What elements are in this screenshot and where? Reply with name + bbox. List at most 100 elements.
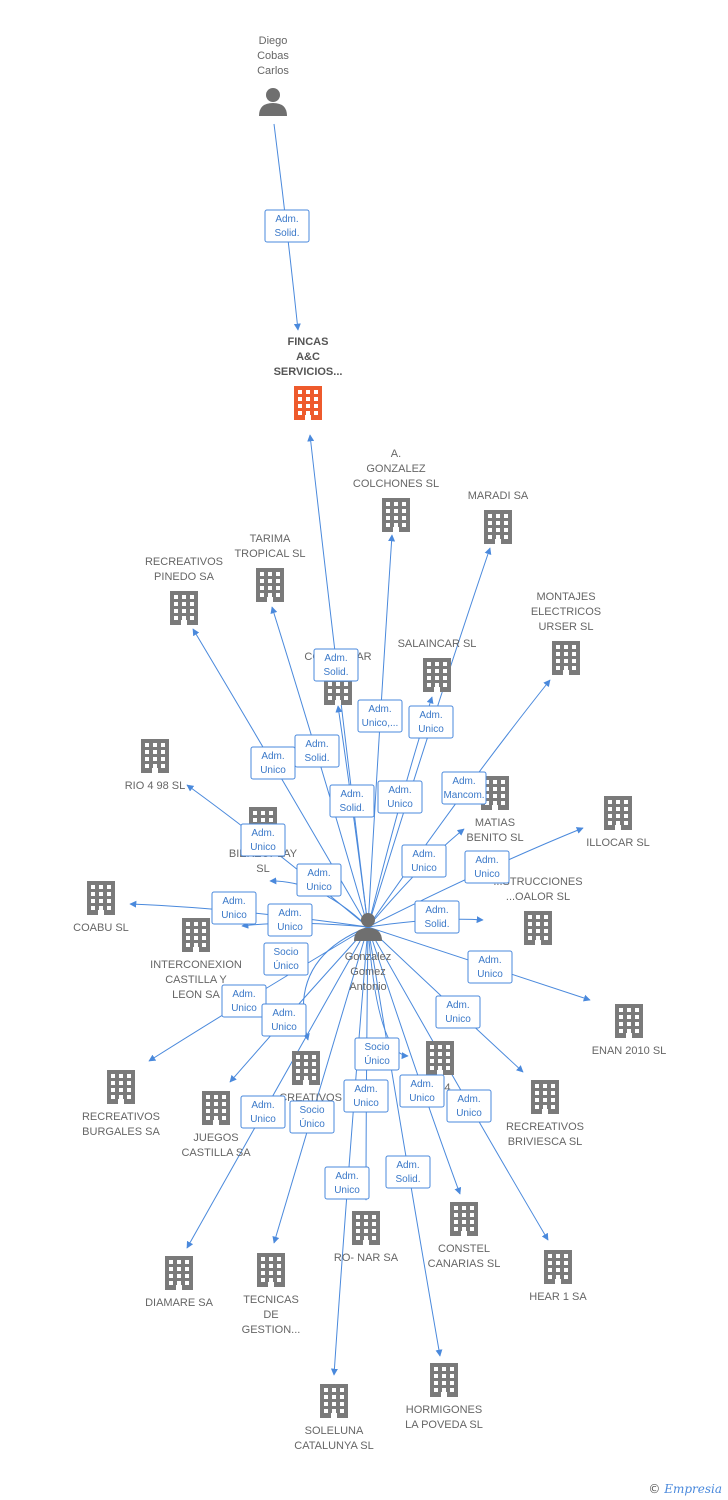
role-badge-briviesca[interactable]: Adm. Unico xyxy=(435,995,481,1029)
role-badge-soleluna[interactable]: Adm.Unico xyxy=(324,1166,370,1200)
role-text: Único xyxy=(273,959,299,972)
node-label: DIAMARE SA xyxy=(145,1297,214,1309)
node-label: CASTILLA Y xyxy=(165,974,227,986)
role-badge-hear1[interactable]: Adm.Unico xyxy=(446,1089,492,1123)
role-badge-maradi[interactable]: Adm.Unico xyxy=(408,705,454,739)
node-diamare[interactable]: DIAMARE SA xyxy=(145,1256,214,1309)
node-label: CASTILLA SA xyxy=(181,1147,251,1159)
node-tecnicas[interactable]: TECNICASDEGESTION... xyxy=(242,1253,301,1336)
role-badge-montajes[interactable]: Adm. Mancom. xyxy=(441,771,487,805)
role-text: Adm. xyxy=(388,785,411,796)
role-badge-bierzoplay[interactable]: Adm.Unico xyxy=(296,863,342,897)
node-label: HEAR 1 SA xyxy=(529,1291,587,1303)
role-text: Socio xyxy=(273,947,298,958)
role-badge-hormigones[interactable]: Adm.Solid. xyxy=(385,1155,431,1189)
copyright-symbol: © xyxy=(648,1482,661,1496)
node-label: ...STRUCCIONES xyxy=(493,876,582,888)
node-salaincar[interactable]: SALAINCAR SL xyxy=(398,638,477,692)
building-icon xyxy=(531,1080,559,1114)
role-text: Solid. xyxy=(323,667,348,678)
node-fincas[interactable]: FINCASA&CSERVICIOS... xyxy=(274,336,343,420)
building-icon xyxy=(257,1253,285,1287)
role-badge-fincas[interactable]: Adm.Solid. xyxy=(264,209,310,243)
node-label: A&C xyxy=(296,351,320,363)
node-interconexion[interactable]: INTERCONEXION CASTILLA Y LEON SA xyxy=(150,918,242,1001)
node-label: INTERCONEXION xyxy=(150,959,242,971)
node-label: COABU SL xyxy=(73,922,129,934)
role-badge-ronar[interactable]: Adm.Unico xyxy=(343,1079,389,1113)
brand-watermark: © Empresia xyxy=(648,1482,722,1496)
role-text: Adm. xyxy=(340,789,363,800)
node-ronar[interactable]: RO- NAR SA xyxy=(334,1211,399,1264)
role-badge-fincas[interactable]: Adm.Solid. xyxy=(313,648,359,682)
role-text: Adm. xyxy=(452,776,475,787)
node-label: TECNICAS xyxy=(243,1294,299,1306)
role-badge-salaincar[interactable]: Adm.Unico xyxy=(377,780,423,814)
role-text: Unico xyxy=(260,765,286,776)
node-label: ENAN 2010 SL xyxy=(592,1045,667,1057)
node-label: RECREATIVOS xyxy=(145,556,223,568)
role-badge-tarima[interactable]: Adm.Solid. xyxy=(294,734,340,768)
role-badge-comaincar[interactable]: Adm. Solid. xyxy=(329,784,375,818)
node-illocar[interactable]: ILLOCAR SL xyxy=(586,796,650,849)
brand-name: Empresia xyxy=(664,1482,722,1496)
node-label: Carlos xyxy=(257,65,289,77)
role-badge-diamare[interactable]: Adm.Unico xyxy=(240,1095,286,1129)
node-enan[interactable]: ENAN 2010 SL xyxy=(592,1004,667,1057)
building-icon xyxy=(141,739,169,773)
role-badge-illocar[interactable]: Adm.Unico xyxy=(464,850,510,884)
role-badge-enan[interactable]: Adm.Unico xyxy=(467,950,513,984)
role-badge-pinedo[interactable]: Adm.Unico xyxy=(250,746,296,780)
role-badge-juegos[interactable]: Adm. Unico xyxy=(261,1003,307,1037)
role-text: Solid. xyxy=(339,803,364,814)
node-hear1[interactable]: HEAR 1 SA xyxy=(529,1250,587,1303)
node-coabu[interactable]: COABU SL xyxy=(73,881,129,934)
building-icon xyxy=(604,796,632,830)
building-icon xyxy=(202,1091,230,1125)
role-badge-rio498[interactable]: Adm.Unico xyxy=(240,823,286,857)
role-badge-constel[interactable]: Adm.Unico xyxy=(399,1074,445,1108)
role-text: Único xyxy=(364,1054,390,1067)
role-text: Adm. xyxy=(275,214,298,225)
role-text: Adm. xyxy=(272,1008,295,1019)
roles-layer: Adm.Solid.Adm.Solid.Adm.Unico,...Adm.Uni… xyxy=(211,209,513,1200)
edge-gonzalez-soleluna xyxy=(330,926,369,1376)
role-badge-coabu[interactable]: Adm.Unico xyxy=(211,891,257,925)
role-text: Unico xyxy=(409,1093,435,1104)
role-badge-agonzalez[interactable]: Adm.Unico,... xyxy=(357,699,403,733)
role-badge-burgales[interactable]: Adm.Unico xyxy=(221,984,267,1018)
role-badge-matias[interactable]: Adm.Unico xyxy=(401,844,447,878)
node-rio498[interactable]: RIO 4 98 SL xyxy=(125,739,186,792)
node-label: MATIAS xyxy=(475,817,515,829)
role-text: Adm. xyxy=(446,1000,469,1011)
role-text: Unico,... xyxy=(362,718,399,729)
node-construcciones[interactable]: ...STRUCCIONES...OALOR SL xyxy=(493,876,583,945)
building-icon xyxy=(87,881,115,915)
role-text: Unico xyxy=(445,1014,471,1025)
role-text: Único xyxy=(299,1117,325,1130)
node-label: SOLELUNA xyxy=(305,1425,364,1437)
role-badge-construcciones[interactable]: Adm.Solid. xyxy=(414,900,460,934)
role-text: Unico xyxy=(271,1022,297,1033)
role-badge-interconexion[interactable]: Adm.Unico xyxy=(267,903,313,937)
node-label: LEON SA xyxy=(172,989,220,1001)
node-maradi[interactable]: MARADI SA xyxy=(468,490,529,544)
role-text: Mancom. xyxy=(443,790,484,801)
